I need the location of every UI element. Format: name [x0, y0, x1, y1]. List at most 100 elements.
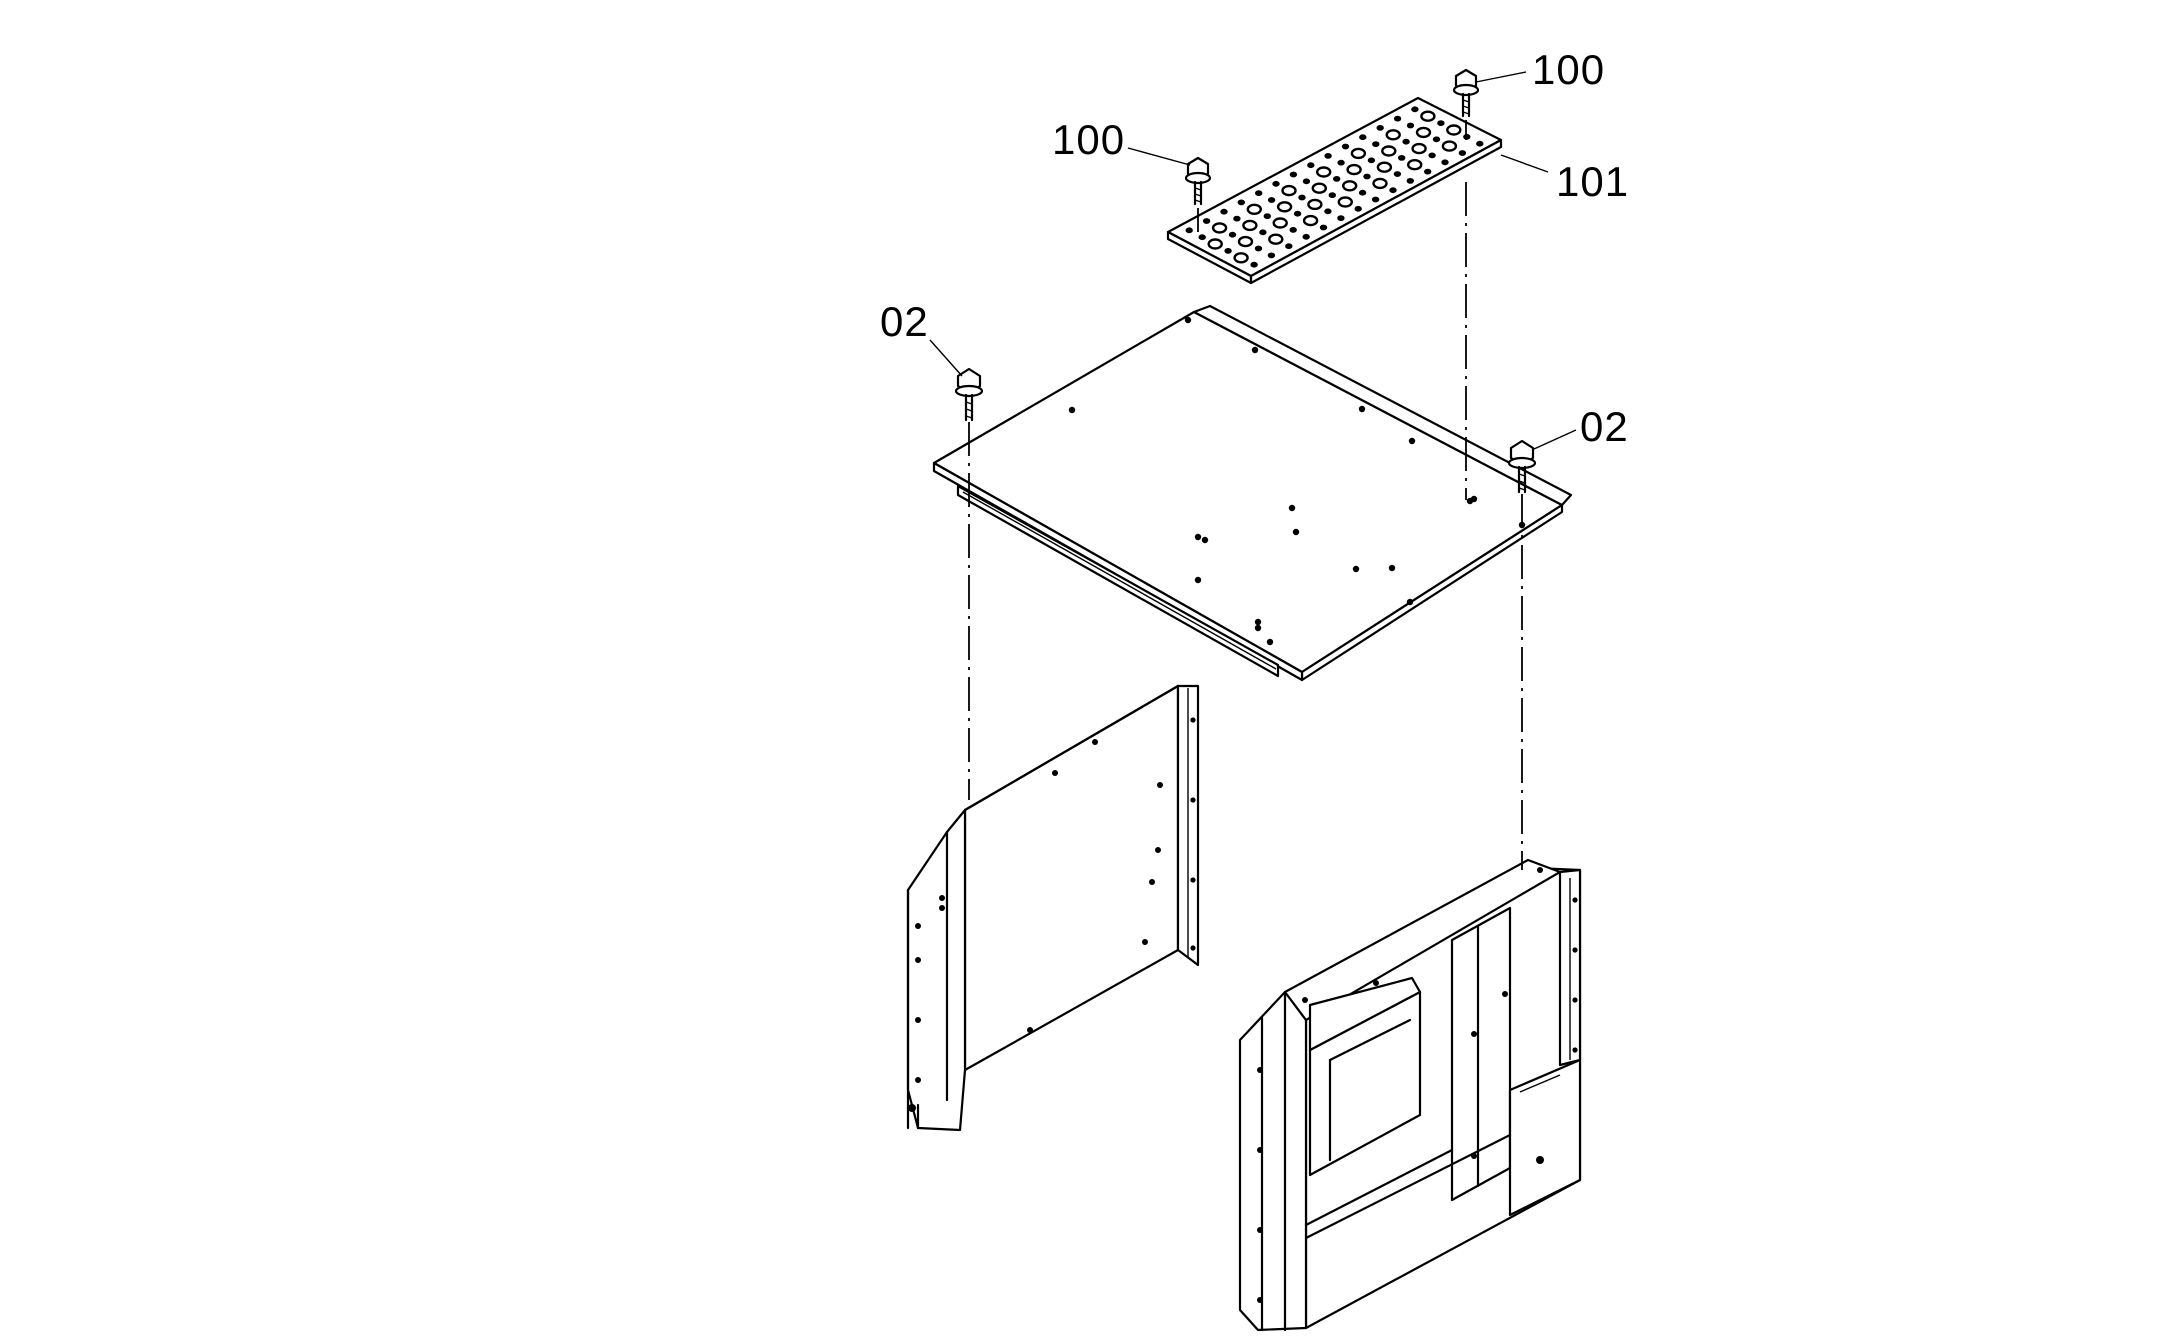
bolt-icon: [1507, 439, 1537, 494]
plate-hole: [1420, 110, 1436, 122]
plate-hole: [1411, 106, 1419, 113]
plate-hole: [1267, 252, 1276, 259]
plate-hole: [1276, 201, 1293, 213]
plate-hole: [1389, 187, 1397, 194]
plate-hole: [1324, 208, 1332, 215]
cover-plate-holes: [1068, 316, 1526, 646]
perforated-plate: [1166, 96, 1503, 285]
plate-hole: [1298, 194, 1306, 201]
plate-hole: [1268, 233, 1284, 245]
cover-plate: [932, 304, 1573, 682]
plate-hole: [1237, 235, 1254, 248]
plate-hole: [1363, 173, 1371, 180]
assembly-centerlines: [968, 120, 1523, 870]
plate-hole: [1246, 203, 1263, 216]
plate-hole: [1293, 210, 1302, 217]
plate-hole: [1319, 224, 1328, 231]
plate-hole: [1341, 180, 1358, 192]
plate-hole: [1233, 215, 1241, 222]
callout-bolt-100-top-left: 100: [1052, 116, 1125, 163]
callout-bolt-02-left: 02: [880, 298, 929, 345]
plate-hole: [1289, 171, 1298, 178]
plate-hole: [1441, 140, 1458, 152]
plate-hole: [1289, 227, 1297, 233]
plate-hole: [1358, 189, 1367, 196]
plate-hole: [1341, 143, 1350, 150]
plate-hole: [1406, 122, 1415, 129]
leader-lines: [929, 71, 1577, 450]
plate-hole: [1328, 192, 1337, 199]
plate-hole: [1272, 180, 1280, 187]
plate-hole: [1406, 158, 1423, 171]
plate-hole: [1402, 138, 1410, 145]
plate-hole: [1476, 140, 1484, 147]
callout-plate-101: 101: [1556, 158, 1629, 205]
plate-hole: [1233, 252, 1249, 264]
plate-hole: [1228, 231, 1237, 238]
plate-hole: [1411, 142, 1427, 155]
plate-hole: [1242, 219, 1258, 232]
plate-hole: [1385, 129, 1401, 141]
plate-hole: [1255, 190, 1263, 197]
plate-hole: [1224, 248, 1232, 254]
left-panel-holes: [908, 717, 1196, 1112]
plate-hole: [1207, 238, 1223, 250]
plate-hole: [1424, 168, 1432, 175]
plate-hole: [1441, 159, 1449, 166]
plate-hole: [1337, 215, 1345, 222]
callout-bolt-100-top-right: 100: [1532, 46, 1605, 93]
plate-hole: [1272, 217, 1288, 229]
plate-hole: [1376, 125, 1384, 131]
plate-hole: [1302, 233, 1310, 240]
plate-hole: [1202, 218, 1211, 224]
plate-hole: [1406, 178, 1415, 184]
plate-hole: [1281, 184, 1297, 197]
plate-hole: [1285, 243, 1293, 250]
plate-hole: [1367, 157, 1376, 164]
plate-hole: [1307, 198, 1323, 211]
plate-hole: [1437, 120, 1445, 126]
plate-hole: [1446, 124, 1462, 136]
plate-hole: [1376, 161, 1393, 173]
plate-hole: [1302, 178, 1311, 185]
plate-hole: [1432, 136, 1441, 143]
plate-hole: [1324, 153, 1332, 159]
plate-hole: [1250, 261, 1258, 268]
plate-hole: [1428, 152, 1436, 159]
plate-hole: [1393, 171, 1402, 177]
plate-hole: [1372, 177, 1388, 190]
plate-hole: [1337, 196, 1354, 208]
plate-hole: [1259, 229, 1267, 236]
plate-hole: [1359, 134, 1367, 141]
plate-hole: [1346, 163, 1362, 176]
left-side-panel: [906, 684, 1200, 1132]
plate-hole: [1311, 182, 1328, 194]
bolt-icon: [1184, 156, 1212, 206]
plate-hole: [1302, 214, 1319, 227]
plate-hole: [1350, 147, 1367, 160]
plate-hole: [1220, 208, 1228, 215]
plate-hole: [1458, 150, 1467, 156]
plate-perforations: [1185, 106, 1484, 268]
plate-hole: [1371, 196, 1380, 203]
plate-hole: [1198, 234, 1206, 241]
plate-hole: [1398, 155, 1406, 161]
plate-hole: [1415, 126, 1432, 139]
right-panel-holes: [1257, 867, 1578, 1303]
plate-hole: [1254, 245, 1263, 252]
plate-hole: [1393, 115, 1402, 122]
plate-hole: [1354, 205, 1362, 212]
plate-hole: [1263, 213, 1272, 220]
plate-hole: [1372, 141, 1380, 148]
bolt-icon: [1452, 68, 1480, 118]
right-side-panel: [1238, 858, 1582, 1332]
callout-bolt-02-right: 02: [1580, 403, 1629, 450]
plate-hole: [1307, 162, 1315, 169]
plate-hole: [1315, 166, 1332, 178]
plate-hole: [1267, 197, 1276, 203]
plate-hole: [1211, 222, 1228, 234]
plate-hole: [1337, 159, 1345, 166]
bolt-icon: [954, 367, 984, 422]
plate-hole: [1237, 199, 1246, 206]
